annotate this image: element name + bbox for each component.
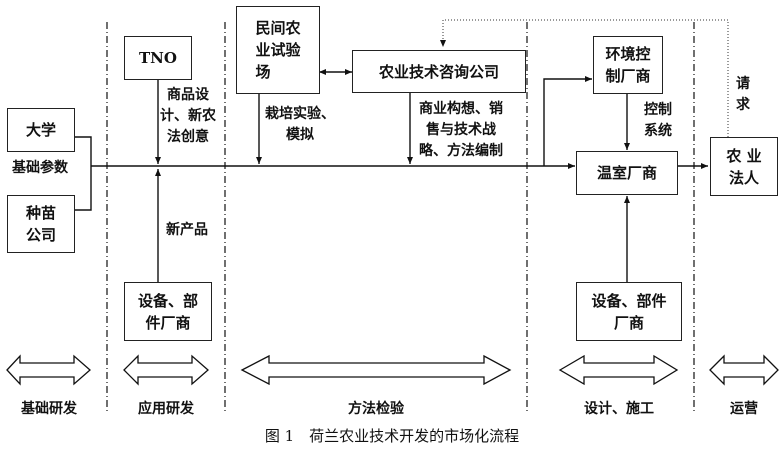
figure-caption: 图 1 荷兰农业技术开发的市场化流程 <box>264 427 520 445</box>
stage-arrow-method <box>240 354 512 386</box>
node-private-trial-farm: 民间农 业试验 场 <box>236 6 320 94</box>
env-branch-arrow <box>543 76 592 166</box>
stage-arrow-applied <box>123 354 209 386</box>
node-env-control-vendor: 环境控 制厂商 <box>593 36 663 94</box>
stage-arrow-operation <box>709 354 779 386</box>
label-business: 商业构想、销 售与技术战 略、方法编制 <box>419 101 503 159</box>
stage-label-method: 方法检验 <box>348 401 404 417</box>
node-label: 大学 <box>25 121 56 139</box>
node-agri-entity: 农 业 法人 <box>710 137 778 196</box>
stage-label-basic: 基础研发 <box>21 401 77 417</box>
node-label: 温室厂商 <box>596 164 657 182</box>
label-cultivation: 栽培实验、 模拟 <box>265 106 335 143</box>
stage-label-design: 设计、施工 <box>584 401 654 417</box>
node-label: 环境控 制厂商 <box>605 45 651 85</box>
node-label: 种苗 公司 <box>25 204 56 244</box>
label-control-system: 控制 系统 <box>644 102 672 139</box>
stage-arrow-basic <box>6 354 91 386</box>
node-seed-company: 种苗 公司 <box>7 195 75 253</box>
label-new-product: 新产品 <box>166 222 208 238</box>
node-consulting-company: 农业技术咨询公司 <box>352 50 526 93</box>
node-tno: TNO <box>124 36 192 80</box>
label-basic-params: 基础参数 <box>12 160 68 176</box>
university-connector <box>75 136 92 211</box>
stage-arrow-design <box>558 354 679 386</box>
node-label: 设备、部件 厂商 <box>591 291 667 332</box>
label-product-design: 商品设 计、新农 法创意 <box>160 87 216 145</box>
node-equipment-vendor-left: 设备、部 件厂商 <box>124 282 212 341</box>
node-equipment-vendor-right: 设备、部件 厂商 <box>576 282 682 341</box>
stage-label-applied: 应用研发 <box>138 401 194 417</box>
node-greenhouse-vendor: 温室厂商 <box>576 151 678 195</box>
label-request: 请 求 <box>736 76 750 113</box>
stage-label-operation: 运营 <box>730 401 758 417</box>
node-university: 大学 <box>7 108 75 152</box>
node-label: 农 业 法人 <box>726 146 762 187</box>
node-label: 设备、部 件厂商 <box>137 291 198 332</box>
node-label: 民间农 业试验 场 <box>255 19 301 81</box>
node-label: TNO <box>139 49 177 67</box>
node-label: 农业技术咨询公司 <box>378 62 499 81</box>
